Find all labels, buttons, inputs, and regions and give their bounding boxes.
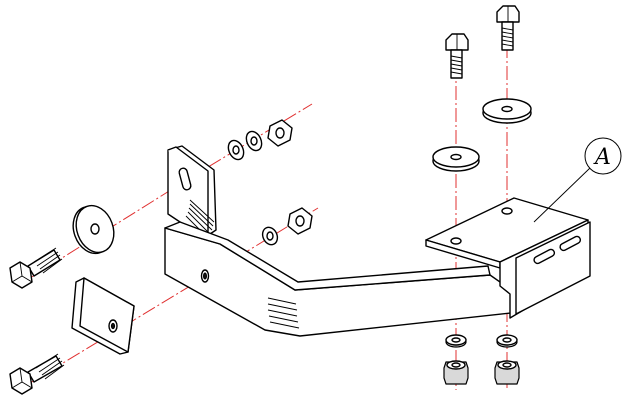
left-bolt-lower <box>9 353 65 395</box>
slot-hole <box>178 167 192 191</box>
lower-washer-stack <box>261 207 313 246</box>
flange-slot <box>559 235 582 252</box>
bottom-stack-left <box>443 334 469 385</box>
top-bolt-right <box>496 5 520 51</box>
callout-a: A <box>533 137 622 223</box>
square-plate <box>71 277 135 355</box>
upper-washer-stack <box>227 119 293 161</box>
flat-washer-right <box>482 98 532 124</box>
top-bolt-left <box>445 33 469 79</box>
mount-hole <box>501 207 513 215</box>
round-washer <box>72 204 115 255</box>
arm-ribs <box>267 297 300 329</box>
mount-hole <box>450 237 462 245</box>
callout-letter: A <box>593 145 611 170</box>
flange-slot <box>533 248 556 265</box>
bottom-stack-right <box>494 334 520 385</box>
main-bracket <box>164 145 521 337</box>
bracket-a <box>425 197 591 319</box>
flat-washer-left <box>432 146 480 172</box>
left-bolt-upper <box>9 247 63 289</box>
